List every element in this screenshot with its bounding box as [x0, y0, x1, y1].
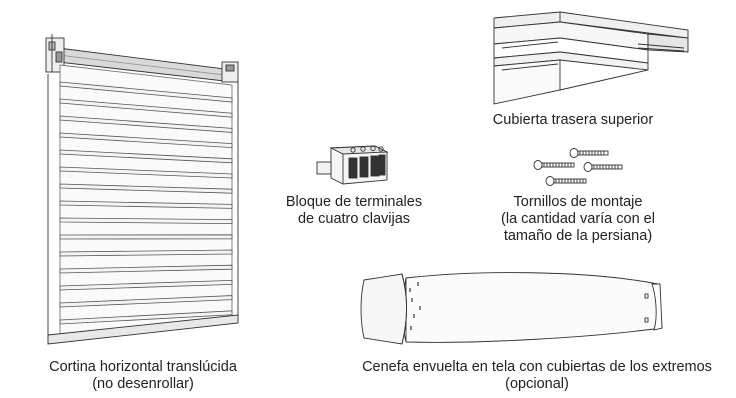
shade-vane: [59, 132, 233, 149]
shade-vane: [59, 200, 233, 209]
terminal-block-caption-line2: de cuatro clavijas: [297, 211, 411, 227]
shade-vane: [59, 115, 233, 133]
back-cover-caption: Cubierta trasera superior: [458, 112, 688, 129]
valance-icon: [360, 272, 663, 345]
shade-caption-line2: (no desenrollar): [92, 376, 194, 392]
sheer-shade-illustration: [38, 30, 248, 350]
terminal-block-illustration: [315, 142, 395, 188]
screws-icon: [533, 148, 623, 186]
screws-illustration: [528, 146, 628, 190]
shade-caption-line1: Cortina horizontal translúcida: [49, 359, 237, 375]
shade-vane: [59, 310, 233, 325]
terminal-block-caption-line1: Bloque de terminales: [285, 194, 423, 210]
shade-vane: [59, 166, 233, 179]
valance-caption-line1: Cenefa envuelta en tela con cubiertas de…: [362, 359, 712, 375]
shade-vane: [59, 217, 233, 225]
back-cover-illustration: [488, 8, 698, 108]
shade-vane: [59, 234, 233, 240]
back-cover-caption-line1: Cubierta trasera superior: [492, 112, 654, 128]
shade-vane: [59, 295, 233, 308]
valance-illustration: [356, 266, 668, 346]
shade-caption: Cortina horizontal translúcida (no desen…: [18, 359, 268, 393]
screws-caption: Tornillos de montaje (la cantidad varía …: [478, 194, 678, 245]
shade-vane: [59, 98, 233, 118]
terminal-block-icon: [316, 145, 389, 185]
shade-vane: [59, 81, 233, 103]
screws-caption-line3: tamaño de la persiana): [503, 228, 653, 244]
valance-caption: Cenefa envuelta en tela con cubiertas de…: [342, 359, 732, 393]
shade-vane: [59, 279, 233, 291]
shade-vane: [59, 249, 233, 257]
screws-caption-line1: Tornillos de montaje: [513, 194, 643, 210]
sheer-shade-icon: [45, 34, 239, 345]
back-cover-icon: [493, 11, 689, 105]
terminal-block-caption: Bloque de terminales de cuatro clavijas: [276, 194, 432, 228]
shade-vane: [59, 149, 233, 164]
screws-caption-line2: (la cantidad varía con el: [501, 211, 655, 227]
shade-vane: [59, 264, 233, 274]
shade-vane: [59, 183, 233, 194]
valance-caption-line2: (opcional): [505, 376, 569, 392]
